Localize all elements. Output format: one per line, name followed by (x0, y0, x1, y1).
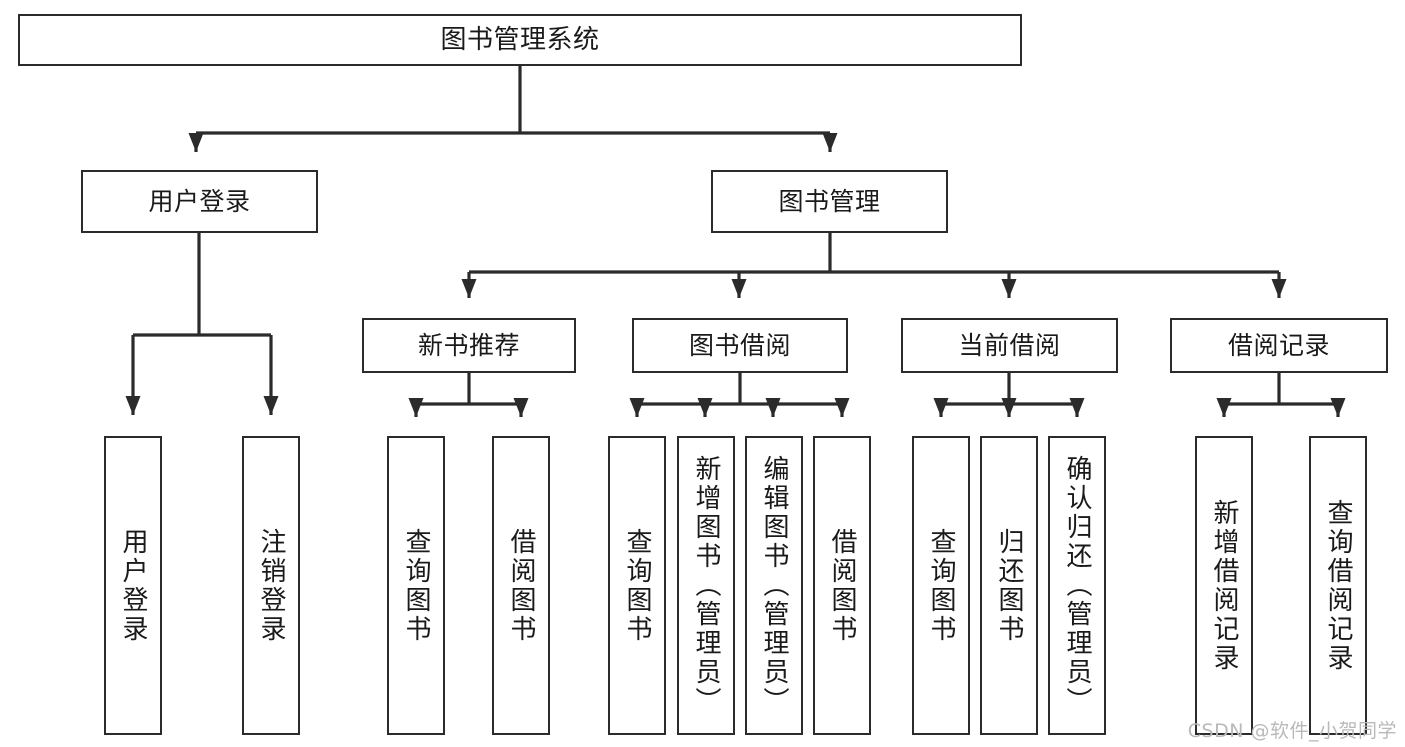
node-label: 新增借阅记录 (1209, 498, 1240, 673)
leaf-query-book-newbook[interactable]: 查询图书 (387, 436, 445, 735)
leaf-return-book[interactable]: 归还图书 (980, 436, 1038, 735)
node-label: 查询借阅记录 (1323, 498, 1354, 673)
node-label: 注销登录 (256, 527, 287, 644)
leaf-borrow-book-newbook[interactable]: 借阅图书 (492, 436, 550, 735)
leaf-user-login[interactable]: 用户登录 (104, 436, 162, 735)
node-label: 图书管理 (778, 186, 881, 216)
node-label: 编辑图书（管理员） (759, 455, 790, 716)
node-label: 借阅图书 (827, 527, 858, 644)
leaf-query-book-borrow[interactable]: 查询图书 (608, 436, 666, 735)
node-label: 查询图书 (926, 527, 957, 644)
node-label: 用户登录 (118, 527, 149, 644)
node-borrowing-record[interactable]: 借阅记录 (1170, 318, 1388, 373)
node-book-management[interactable]: 图书管理 (711, 170, 948, 233)
leaf-query-book-current[interactable]: 查询图书 (912, 436, 970, 735)
node-label: 确认归还（管理员） (1062, 455, 1093, 716)
csdn-watermark: CSDN @软件_小贺同学 (1187, 720, 1397, 742)
node-root-book-management-system[interactable]: 图书管理系统 (18, 14, 1022, 66)
leaf-borrow-book[interactable]: 借阅图书 (813, 436, 871, 735)
node-current-borrowing[interactable]: 当前借阅 (901, 318, 1118, 373)
node-new-book-recommendation[interactable]: 新书推荐 (362, 318, 576, 373)
leaf-confirm-return-admin[interactable]: 确认归还（管理员） (1048, 436, 1106, 735)
leaf-logout[interactable]: 注销登录 (242, 436, 300, 735)
leaf-query-borrow-record[interactable]: 查询借阅记录 (1309, 436, 1367, 735)
node-book-borrowing[interactable]: 图书借阅 (632, 318, 848, 373)
node-label: 借阅记录 (1227, 330, 1330, 360)
node-label: 新书推荐 (417, 330, 520, 360)
node-label: 查询图书 (622, 527, 653, 644)
node-label: 借阅图书 (506, 527, 537, 644)
leaf-add-borrow-record[interactable]: 新增借阅记录 (1195, 436, 1253, 735)
leaf-add-book-admin[interactable]: 新增图书（管理员） (677, 436, 735, 735)
node-label: 查询图书 (401, 527, 432, 644)
node-label: 图书借阅 (688, 330, 791, 360)
node-label: 用户登录 (148, 186, 251, 216)
node-label: 图书管理系统 (440, 24, 600, 55)
node-label: 归还图书 (994, 527, 1025, 644)
node-user-login[interactable]: 用户登录 (81, 170, 318, 233)
node-label: 当前借阅 (958, 330, 1061, 360)
node-label: 新增图书（管理员） (691, 455, 722, 716)
leaf-edit-book-admin[interactable]: 编辑图书（管理员） (745, 436, 803, 735)
